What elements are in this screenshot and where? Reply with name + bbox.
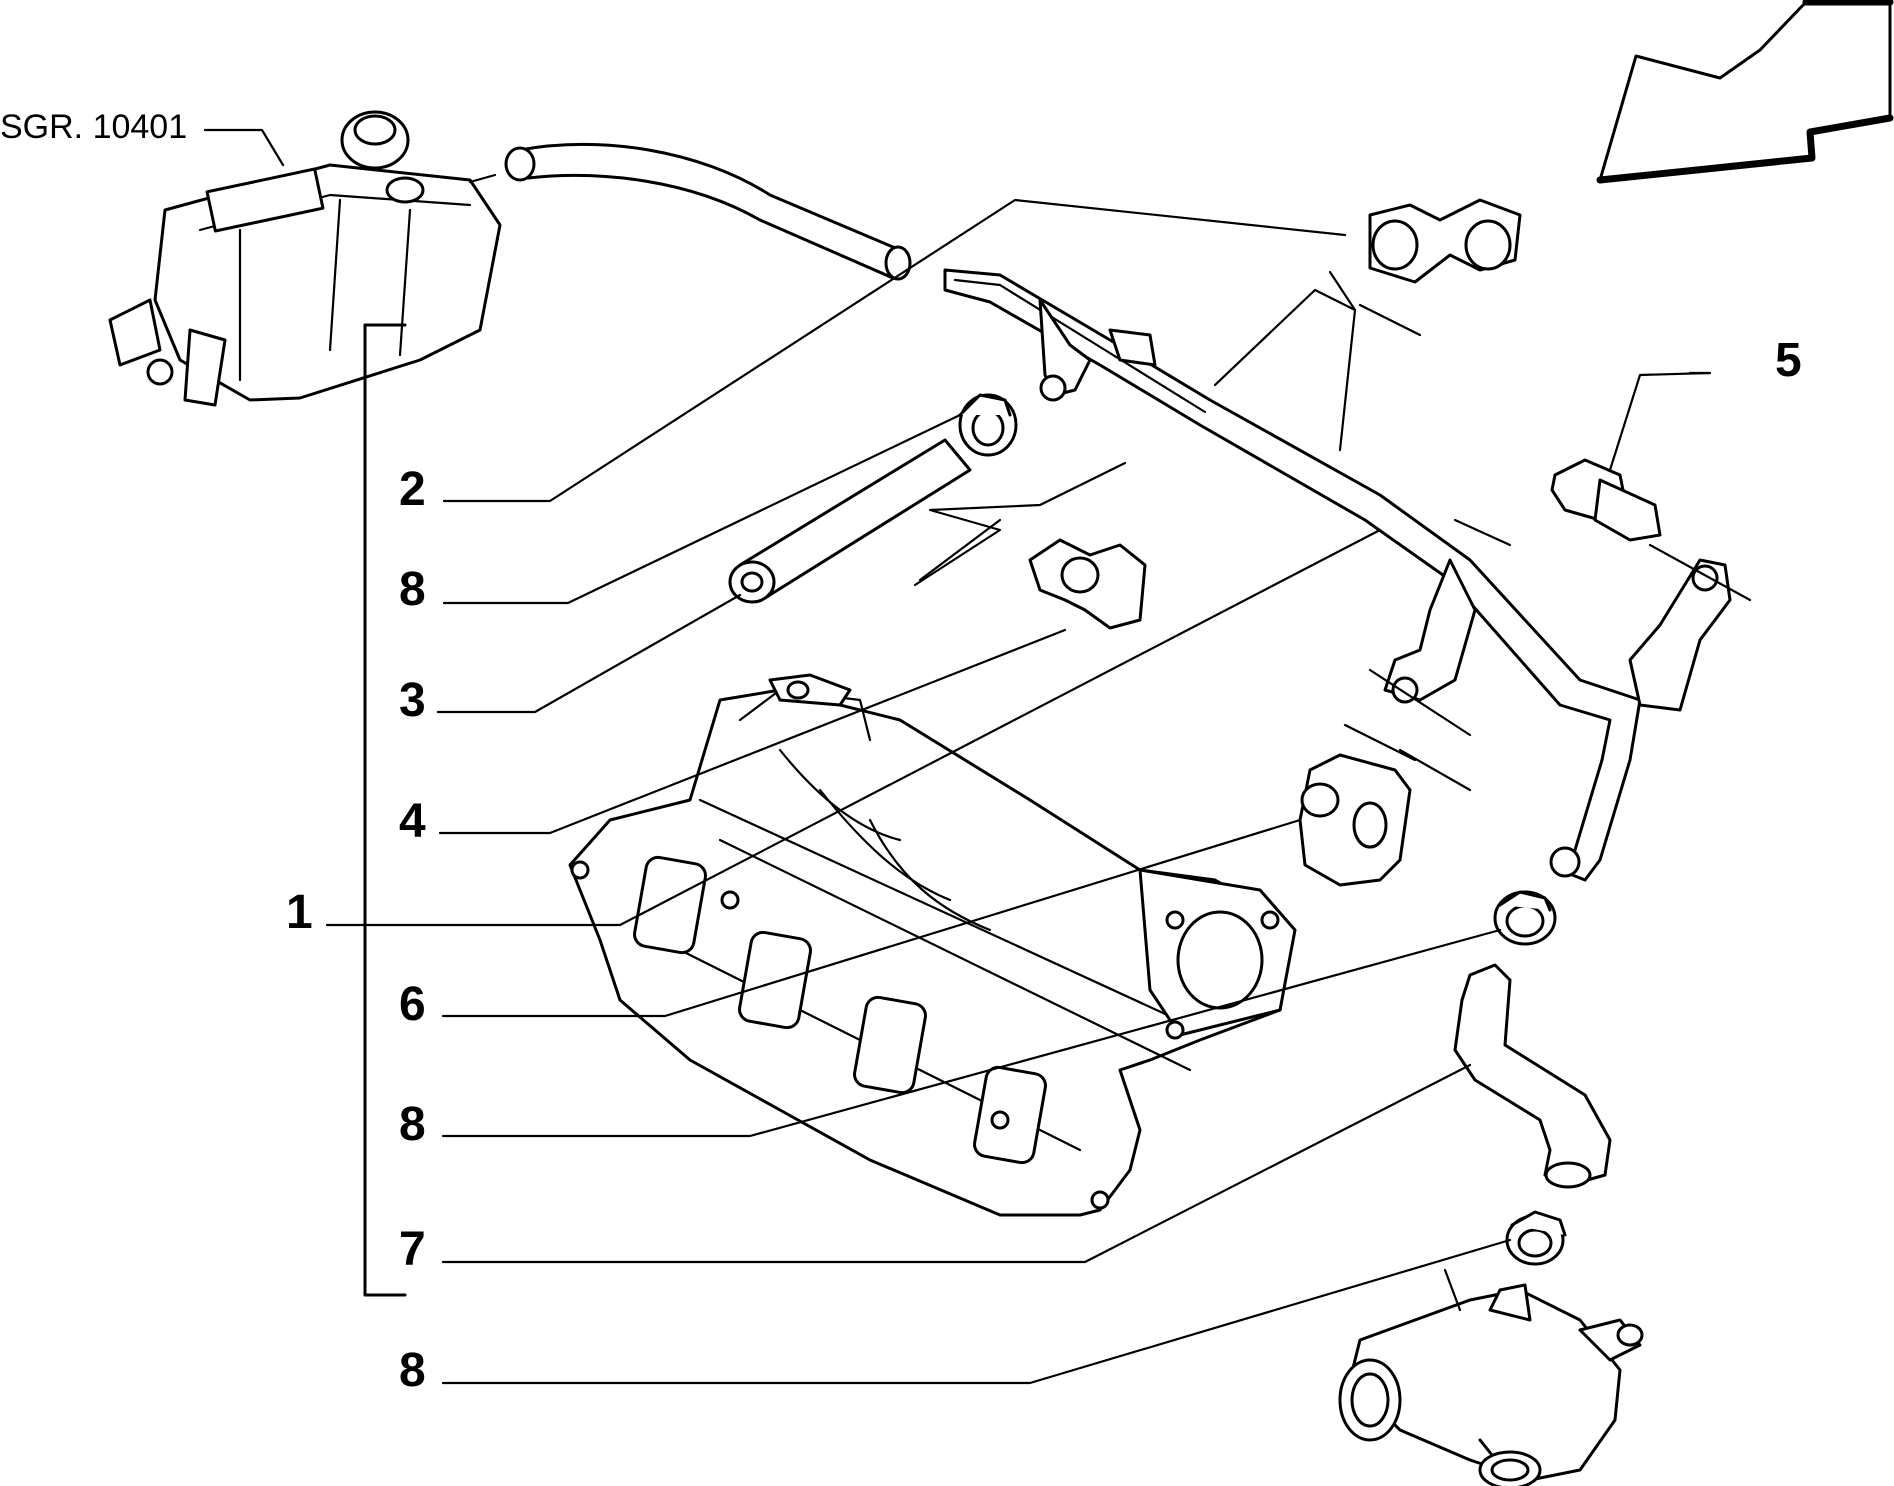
hose-part-7 bbox=[1453, 963, 1612, 1189]
clip-part-8-top bbox=[958, 393, 1018, 457]
tank-hose bbox=[504, 142, 912, 281]
callout-8-first: 8 bbox=[399, 563, 426, 616]
callout-2: 2 bbox=[399, 463, 426, 516]
clip-part-2 bbox=[1368, 198, 1522, 284]
explode-lines bbox=[913, 270, 1752, 792]
bolt-part-5 bbox=[1550, 458, 1662, 542]
callout-7: 7 bbox=[399, 1223, 426, 1276]
fitting-part-6 bbox=[1298, 753, 1412, 887]
callout-8-third: 8 bbox=[399, 1344, 426, 1397]
clip-part-4 bbox=[1028, 538, 1147, 630]
callout-1: 1 bbox=[286, 886, 313, 939]
expansion-tank bbox=[108, 110, 502, 407]
hose-part-3 bbox=[728, 438, 972, 604]
callout-5: 5 bbox=[1775, 334, 1802, 387]
clip-part-8-bottom bbox=[1505, 1210, 1567, 1266]
coolant-pipe bbox=[943, 268, 1732, 882]
clip-part-8-middle bbox=[1493, 890, 1557, 946]
callout-3: 3 bbox=[399, 674, 426, 727]
thermostat-housing bbox=[1338, 1268, 1644, 1486]
leader-lines bbox=[203, 128, 1712, 1385]
callout-4: 4 bbox=[399, 795, 426, 848]
intake-manifold bbox=[568, 673, 1297, 1217]
callout-8-second: 8 bbox=[399, 1098, 426, 1151]
reference-label: SGR. 10401 bbox=[0, 108, 187, 146]
group-bracket bbox=[363, 323, 407, 1297]
callout-6: 6 bbox=[399, 978, 426, 1031]
direction-arrow-icon bbox=[1596, 0, 1894, 184]
